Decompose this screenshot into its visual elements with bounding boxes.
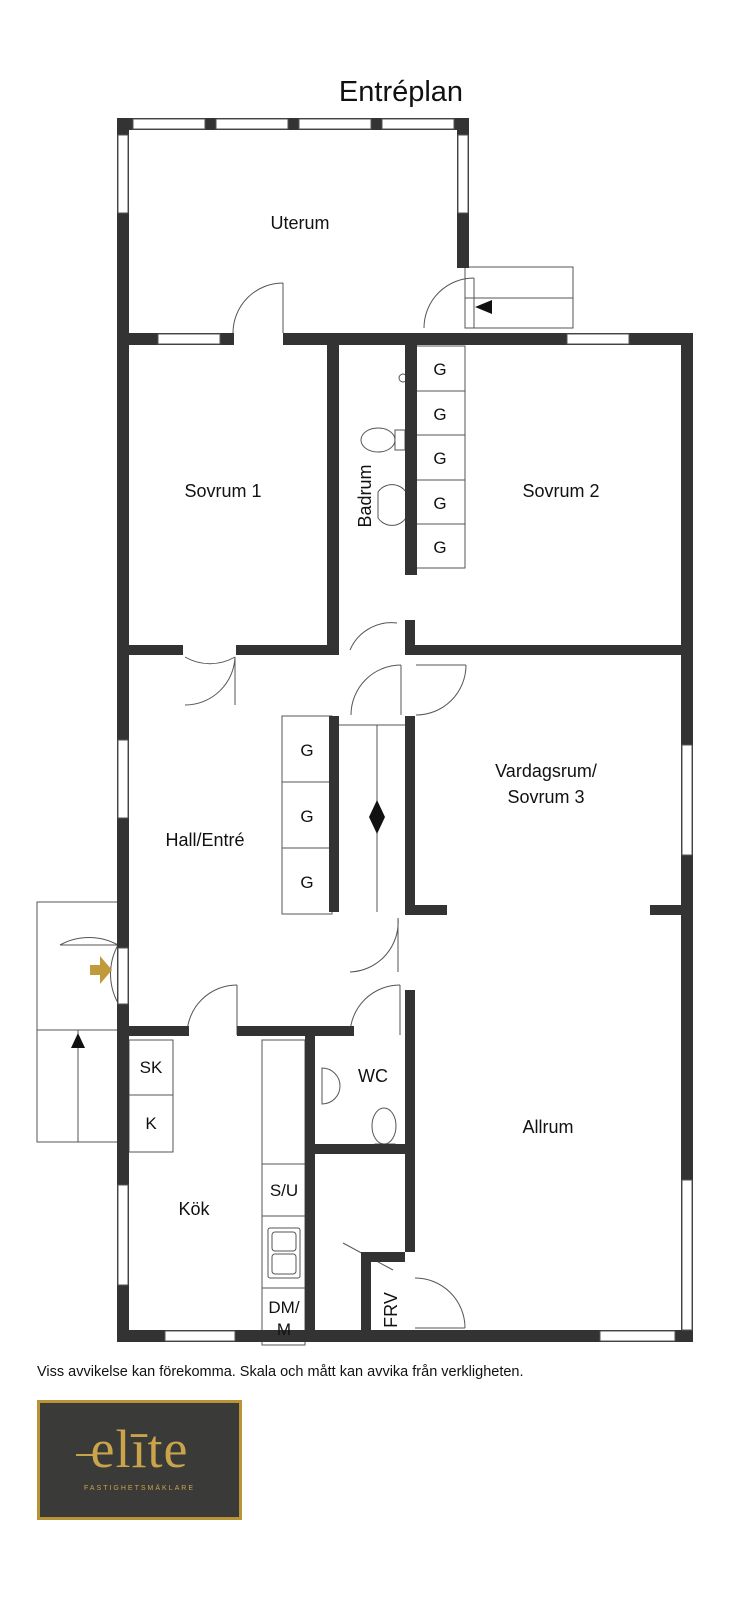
room-frv: FRV [381, 1292, 401, 1328]
door-stair-top [350, 664, 402, 716]
floor-title: Entréplan [339, 76, 463, 108]
door-uterum-outside [423, 277, 475, 329]
walls [117, 118, 693, 1342]
room-hall: Hall/Entré [165, 830, 244, 850]
fixture-sk: SK [140, 1058, 163, 1077]
door-stair-bottom [349, 917, 399, 973]
room-sovrum-1: Sovrum 1 [184, 481, 261, 501]
room-vardagsrum-line1: Vardagsrum/ [495, 761, 597, 781]
door-frv [414, 1277, 466, 1329]
door-uterum-bedroom1 [232, 282, 284, 334]
door-bedroom2 [349, 622, 398, 651]
wardrobe-label: G [300, 873, 313, 892]
room-kok: Kök [178, 1199, 210, 1219]
wc-sink-icon [321, 1067, 341, 1105]
wardrobe-label: G [300, 807, 313, 826]
toilet-icon [360, 427, 396, 453]
cabinet-sk-k [128, 1039, 174, 1153]
logo-wordmark: elīte [90, 1419, 189, 1479]
fixture-k: K [145, 1114, 157, 1133]
logo-bar [76, 1454, 94, 1456]
inner-stair-arrow-up-icon [369, 800, 385, 817]
bathroom-sink-icon [377, 484, 407, 526]
room-vardagsrum-line2: Sovrum 3 [507, 787, 584, 807]
kitchen-sink-icon [267, 1227, 301, 1279]
room-allrum: Allrum [522, 1117, 573, 1137]
fixture-su: S/U [270, 1181, 298, 1200]
logo-tagline: FASTIGHETSMÄKLARE [83, 1485, 196, 1492]
fixture-dm-line1: DM/ [268, 1298, 299, 1317]
inner-stair-arrow-down-icon [369, 817, 385, 834]
door-kitchen [186, 984, 238, 1036]
door-main-entrance [110, 944, 119, 1004]
room-badrum: Badrum [355, 464, 375, 527]
door-bedroom1-hall [184, 656, 236, 706]
stair-up-arrow-icon [71, 1033, 85, 1048]
wardrobe-label: G [433, 538, 446, 557]
wardrobe-label: G [433, 405, 446, 424]
room-uterum: Uterum [270, 213, 329, 233]
wardrobe-label: G [300, 741, 313, 760]
stair-arrow-icon [475, 300, 492, 314]
windows [117, 118, 693, 1342]
door-wc [349, 984, 401, 1036]
room-wc: WC [358, 1066, 388, 1086]
elite-logo: elīte FASTIGHETSMÄKLARE [37, 1400, 242, 1520]
disclaimer-text: Viss avvikelse kan förekomma. Skala och … [37, 1364, 524, 1380]
door-living-room [415, 664, 467, 716]
wardrobe-label: G [433, 360, 446, 379]
wc-toilet-icon [371, 1107, 397, 1145]
room-sovrum-2: Sovrum 2 [522, 481, 599, 501]
entrance-arrow-icon [90, 956, 112, 984]
fixture-dm-line2: M [277, 1320, 291, 1339]
wardrobe-label: G [433, 494, 446, 513]
wardrobe-label: G [433, 449, 446, 468]
